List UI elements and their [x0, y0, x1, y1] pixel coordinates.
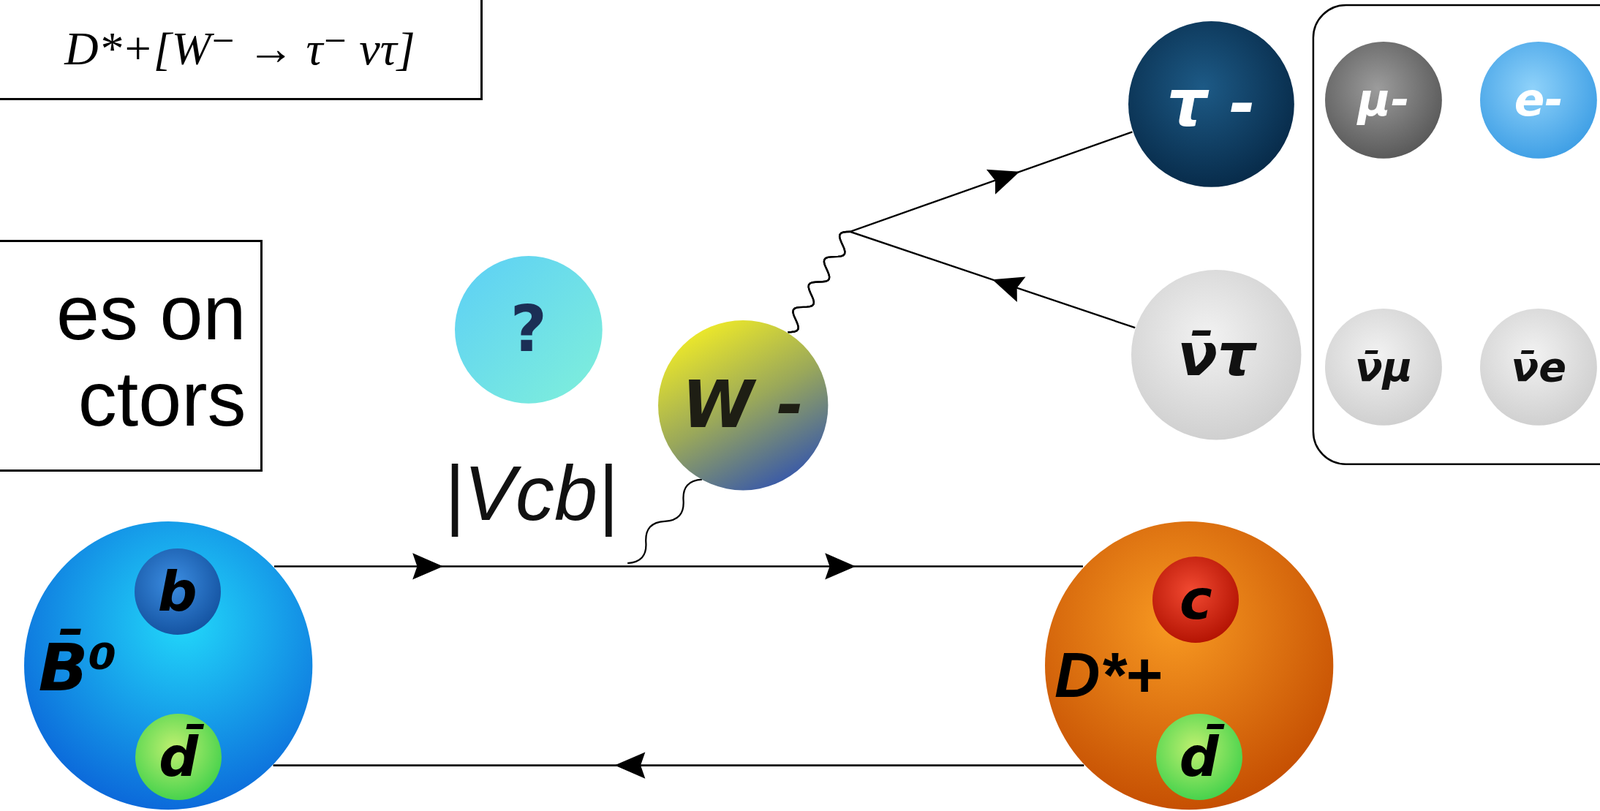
lepton-circle: e-	[1479, 40, 1598, 160]
particle-label: ν̄τ	[1177, 323, 1256, 387]
quark-circle: d̄	[134, 712, 223, 801]
lepton-circle: τ -	[1127, 20, 1296, 188]
particle-label: ?	[510, 296, 547, 363]
circle-fill	[134, 548, 221, 635]
particle-label: b	[157, 563, 198, 621]
arrow-head	[614, 751, 645, 779]
circle-fill	[658, 320, 828, 490]
circle-fill	[1156, 713, 1243, 800]
lepton-frame	[1313, 5, 1600, 465]
arrow-head	[824, 552, 856, 580]
circle-fill	[1325, 41, 1443, 159]
formula-box: D*+[W⁻ → τ⁻ ντ]	[0, 0, 483, 101]
fermion-line	[273, 751, 1085, 779]
arrow-head	[986, 169, 1021, 195]
quark-circle: c	[1151, 555, 1240, 644]
particle-label: d̄	[158, 728, 199, 787]
particle-label: ν̄μ	[1355, 345, 1413, 390]
circle-fill	[1044, 521, 1334, 810]
box-text: D*+[W⁻ → τ⁻ ντ]	[64, 24, 416, 74]
line-path	[274, 565, 1083, 568]
circle-fill	[24, 521, 313, 810]
boson-circle: W -	[657, 319, 829, 491]
neutrino-circle: ν̄μ	[1324, 307, 1443, 427]
particle-label: μ-	[1357, 76, 1410, 124]
meson-circle: D*+ c d̄	[1044, 520, 1334, 811]
fermion-line	[787, 131, 1132, 332]
circle-fill	[1152, 556, 1239, 643]
particle-label: W -	[682, 370, 805, 440]
arrow-head	[992, 277, 1026, 303]
quark-circle: b	[133, 547, 222, 636]
particle-label: B̄⁰	[38, 634, 117, 703]
note-box: es on ctors	[0, 239, 263, 472]
circle-fill	[1325, 308, 1443, 426]
neutrino-circle: ν̄τ	[1130, 269, 1302, 441]
lepton-circle: μ-	[1324, 40, 1443, 160]
particle-label: c	[1179, 571, 1213, 629]
box-text: es on ctors	[13, 269, 246, 444]
neutrino-circle: ν̄e	[1479, 307, 1598, 427]
ckm-label: |Vcb|	[443, 450, 618, 537]
circle-fill	[135, 713, 222, 800]
circle-fill	[1480, 308, 1598, 426]
particle-label: D*+	[1054, 642, 1162, 709]
particle-label: d̄	[1179, 728, 1220, 787]
particle-label: τ -	[1167, 70, 1256, 138]
arrow-head	[412, 552, 444, 580]
circle-fill	[454, 255, 603, 404]
unknown-circle: ?	[454, 255, 604, 405]
w-propagator	[627, 479, 703, 564]
line-path	[273, 764, 1085, 767]
fermion-line	[787, 231, 1135, 332]
quark-circle: d̄	[1155, 712, 1244, 801]
particle-label: e-	[1514, 76, 1564, 124]
circle-fill	[1128, 21, 1295, 188]
circle-fill	[1480, 41, 1598, 159]
particle-label: ν̄e	[1510, 345, 1567, 390]
fermion-line	[274, 552, 1083, 580]
line-path	[787, 231, 1135, 332]
line-path	[787, 131, 1132, 332]
circle-fill	[1131, 269, 1301, 440]
meson-circle: B̄⁰ b d̄	[23, 520, 313, 811]
